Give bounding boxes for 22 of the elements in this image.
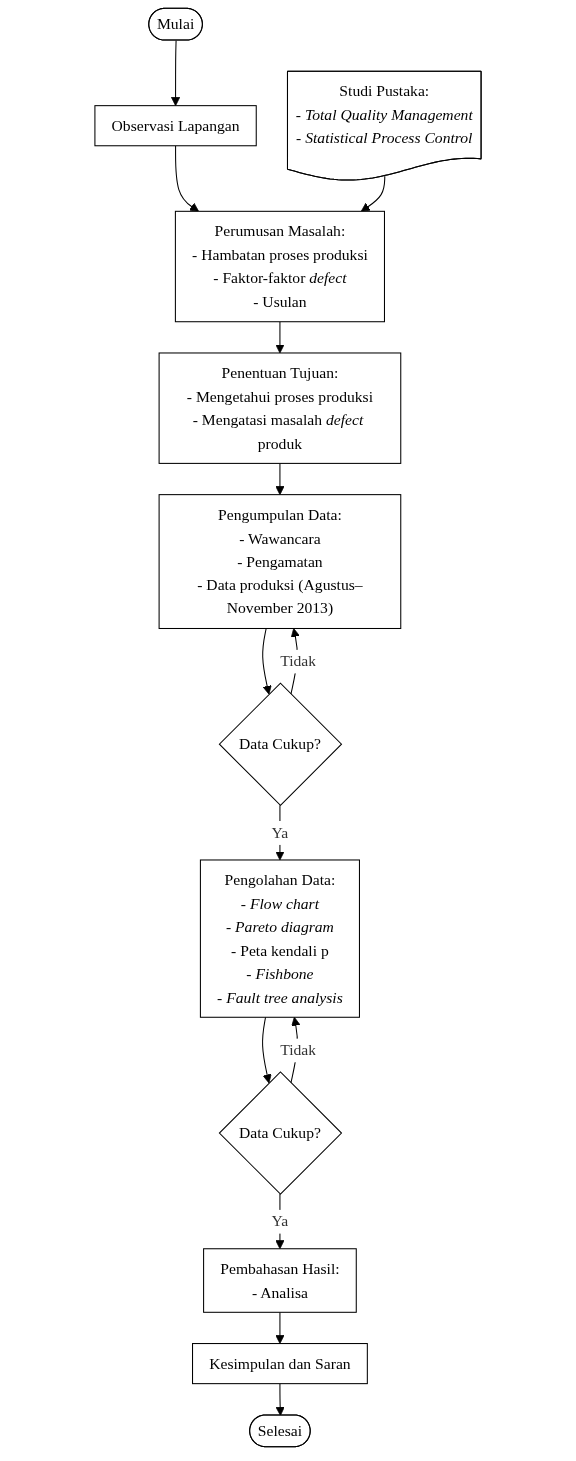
arrow	[275, 462, 285, 496]
node-box	[203, 1248, 357, 1313]
node-box	[192, 1343, 368, 1385]
node-box	[158, 494, 402, 629]
arrow	[171, 40, 181, 107]
arrow	[360, 175, 386, 212]
arrow	[275, 1311, 285, 1344]
node-diamond	[218, 1071, 343, 1195]
edge-label: Ya	[271, 824, 289, 841]
arrow	[262, 627, 272, 695]
arrow	[262, 1016, 272, 1084]
node-box	[158, 352, 402, 464]
edge-label: Tidak	[280, 652, 317, 670]
edge-label: Ya	[271, 1212, 289, 1230]
arrow	[275, 321, 285, 354]
node-box	[199, 859, 360, 1018]
node-box	[174, 210, 385, 323]
arrow	[275, 1383, 285, 1416]
arrow	[175, 145, 199, 212]
node-diamond	[218, 682, 343, 807]
node-box	[94, 105, 257, 147]
edge-label: Tidak	[280, 1041, 317, 1059]
